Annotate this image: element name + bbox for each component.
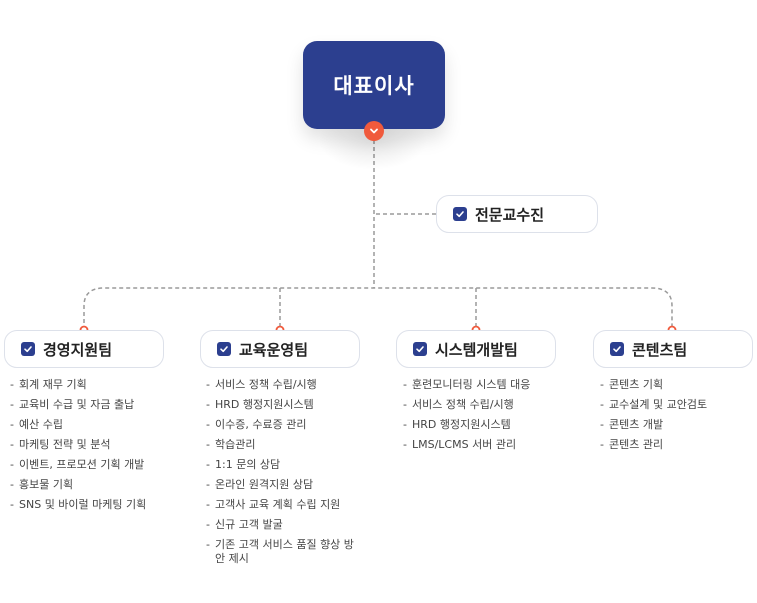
- checkbox-icon: [610, 342, 624, 356]
- list-item: 신규 고객 발굴: [206, 518, 365, 532]
- advisor-box[interactable]: 전문교수진: [436, 195, 598, 233]
- team-box-education[interactable]: 교육운영팀: [200, 330, 360, 368]
- chevron-down-icon[interactable]: [364, 121, 384, 141]
- team-box-content[interactable]: 콘텐츠팀: [593, 330, 753, 368]
- list-item: 서비스 정책 수립/시행: [403, 398, 562, 412]
- list-item: 이벤트, 프로모션 기획 개발: [10, 458, 169, 472]
- list-item: 홍보물 기획: [10, 478, 169, 492]
- team-duty-list-content: 콘텐츠 기획 교수설계 및 교안검토 콘텐츠 개발 콘텐츠 관리: [600, 378, 757, 458]
- list-item: 마케팅 전략 및 분석: [10, 438, 169, 452]
- advisor-label: 전문교수진: [475, 205, 545, 224]
- team-box-management[interactable]: 경영지원팀: [4, 330, 164, 368]
- list-item: 콘텐츠 개발: [600, 418, 757, 432]
- list-item: 교수설계 및 교안검토: [600, 398, 757, 412]
- list-item: 교육비 수급 및 자금 출납: [10, 398, 169, 412]
- list-item: SNS 및 바이럴 마케팅 기획: [10, 498, 169, 512]
- team-box-system[interactable]: 시스템개발팀: [396, 330, 556, 368]
- list-item: 콘텐츠 관리: [600, 438, 757, 452]
- list-item: 이수증, 수료증 관리: [206, 418, 365, 432]
- checkbox-icon: [21, 342, 35, 356]
- list-item: 콘텐츠 기획: [600, 378, 757, 392]
- team-duty-list-management: 회계 재무 기획 교육비 수급 및 자금 출납 예산 수립 마케팅 전략 및 분…: [10, 378, 169, 518]
- team-title: 콘텐츠팀: [632, 340, 688, 359]
- list-item: 서비스 정책 수립/시행: [206, 378, 365, 392]
- list-item: 회계 재무 기획: [10, 378, 169, 392]
- list-item: HRD 행정지원시스템: [403, 418, 562, 432]
- checkbox-icon: [453, 207, 467, 221]
- team-duty-list-system: 훈련모니터링 시스템 대응 서비스 정책 수립/시행 HRD 행정지원시스템 L…: [403, 378, 562, 458]
- list-item: HRD 행정지원시스템: [206, 398, 365, 412]
- list-item: 온라인 원격지원 상담: [206, 478, 365, 492]
- team-title: 시스템개발팀: [435, 340, 518, 359]
- list-item: 고객사 교육 계획 수립 지원: [206, 498, 365, 512]
- list-item: 1:1 문의 상담: [206, 458, 365, 472]
- ceo-label: 대표이사: [333, 74, 415, 98]
- team-title: 경영지원팀: [43, 340, 113, 359]
- list-item: 학습관리: [206, 438, 365, 452]
- team-duty-list-education: 서비스 정책 수립/시행 HRD 행정지원시스템 이수증, 수료증 관리 학습관…: [206, 378, 365, 572]
- checkbox-icon: [413, 342, 427, 356]
- list-item: LMS/LCMS 서버 관리: [403, 438, 562, 452]
- list-item: 예산 수립: [10, 418, 169, 432]
- checkbox-icon: [217, 342, 231, 356]
- list-item: 기존 고객 서비스 품질 향상 방안 제시: [206, 538, 357, 566]
- list-item: 훈련모니터링 시스템 대응: [403, 378, 562, 392]
- team-bus-line: [83, 287, 673, 330]
- ceo-box[interactable]: 대표이사: [303, 41, 445, 129]
- team-title: 교육운영팀: [239, 340, 309, 359]
